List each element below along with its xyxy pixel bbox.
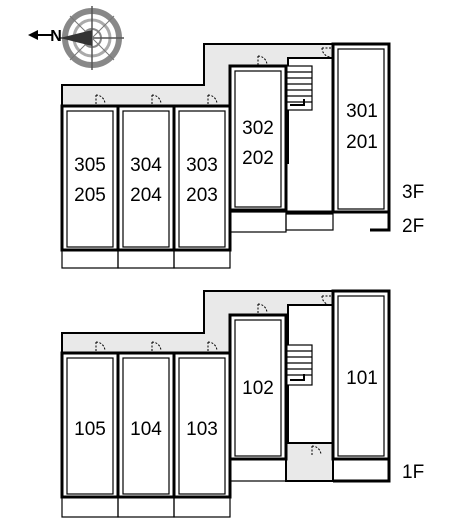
unit-101 (331, 289, 391, 461)
unit-301-label: 301 (346, 101, 378, 122)
north-label: N (50, 28, 62, 45)
balcony-105 (61, 496, 119, 518)
unit-204-label: 204 (130, 185, 162, 206)
floor-label-2f: 2F (402, 216, 424, 237)
balcony-103 (173, 496, 231, 518)
unit-203-label: 203 (186, 185, 218, 206)
unit-305-205 (60, 104, 120, 252)
compass: N (28, 6, 124, 70)
unit-103-label: 103 (186, 419, 218, 440)
unit-103-interior (178, 357, 226, 495)
unit-304-204 (116, 104, 176, 252)
lower-entrance (285, 442, 334, 482)
lower-staircase (285, 344, 313, 386)
compass-rose-icon (60, 6, 124, 70)
unit-305-205-interior (66, 110, 114, 248)
balcony-305-205 (61, 249, 119, 269)
unit-303-203-interior (178, 110, 226, 248)
unit-105-label: 105 (74, 419, 106, 440)
door-302-202 (257, 55, 268, 66)
door-305-205 (95, 94, 106, 105)
unit-201-label: 201 (346, 132, 378, 153)
door-103 (207, 341, 218, 352)
unit-101-interior (337, 295, 385, 457)
door-105 (95, 341, 106, 352)
unit-105-interior (66, 357, 114, 495)
unit-104 (116, 351, 176, 499)
balcony-302-202 (229, 211, 287, 233)
unit-301-201-interior (337, 48, 385, 210)
unit-305-label: 305 (74, 155, 106, 176)
door-104 (151, 341, 162, 352)
unit-104-interior (122, 357, 170, 495)
unit-205-label: 205 (74, 185, 106, 206)
door-entrance (311, 445, 322, 456)
floor-label-1f: 1F (402, 462, 424, 483)
upper-rear-balcony (286, 210, 391, 232)
balcony-102 (229, 458, 287, 482)
door-301-201 (321, 47, 332, 58)
lower-floor-plan: 105 104 103 102 101 1F (60, 289, 424, 518)
unit-102-interior (234, 319, 282, 457)
door-102 (257, 303, 268, 314)
door-101 (321, 295, 332, 306)
unit-304-204-interior (122, 110, 170, 248)
unit-302-202 (228, 64, 288, 212)
unit-302-label: 302 (242, 118, 274, 139)
unit-303-label: 303 (186, 155, 218, 176)
upper-staircase (285, 65, 313, 111)
unit-304-label: 304 (130, 155, 162, 176)
unit-202-label: 202 (242, 148, 274, 169)
unit-102 (228, 313, 288, 461)
unit-101-label: 101 (346, 368, 378, 389)
door-303-203 (207, 94, 218, 105)
upper-floor-plan: 305 205 304 204 303 203 302 202 301 201 … (60, 42, 424, 269)
balcony-mid-upper (285, 213, 334, 231)
balcony-104 (117, 496, 175, 518)
floor-label-3f: 3F (402, 182, 424, 203)
balcony-303-203 (173, 249, 231, 269)
door-304-204 (151, 94, 162, 105)
unit-104-label: 104 (130, 419, 162, 440)
unit-301-201 (331, 42, 391, 214)
north-arrow-icon (28, 30, 52, 40)
balcony-304-204 (117, 249, 175, 269)
unit-303-203 (172, 104, 232, 252)
balcony-101 (333, 457, 391, 483)
unit-102-label: 102 (242, 378, 274, 399)
unit-302-202-interior (234, 70, 282, 208)
